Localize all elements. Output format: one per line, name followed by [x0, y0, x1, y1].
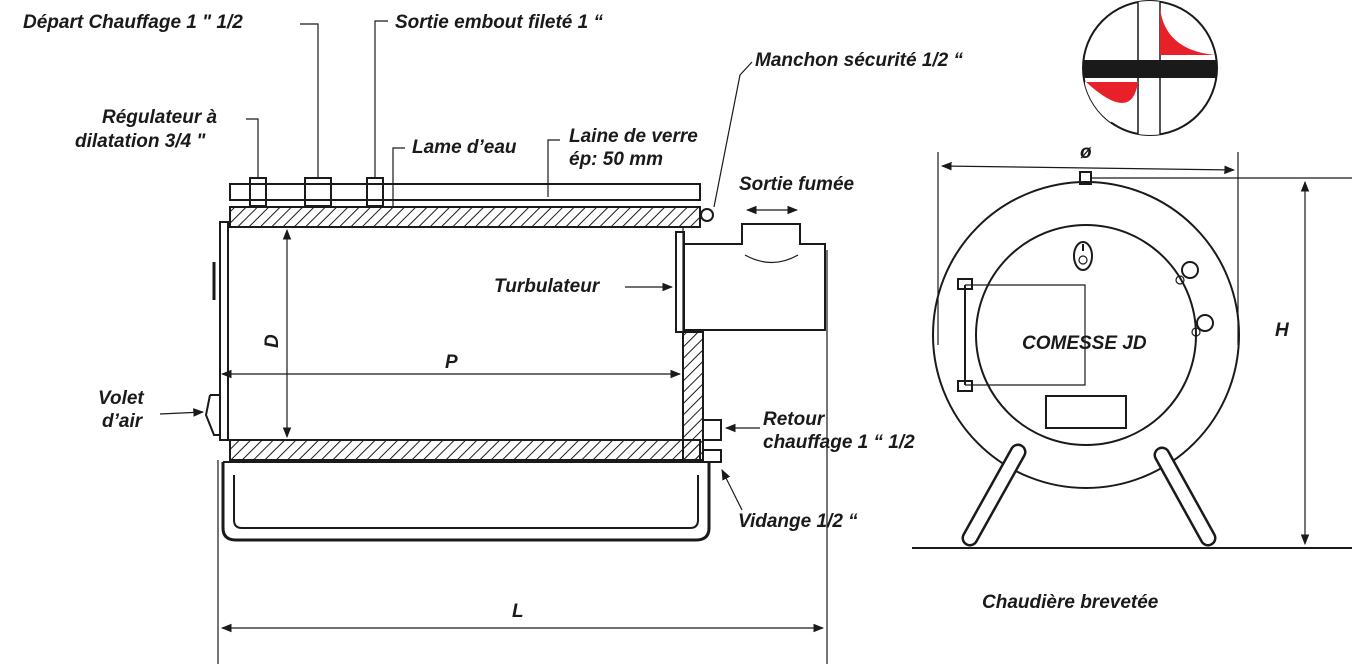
label-brand: COMESSE JD: [1022, 333, 1147, 354]
bolt-upper: [1181, 261, 1199, 279]
label-sortie-embout: Sortie embout fileté 1 “: [395, 12, 603, 33]
nozzle-depart: [304, 177, 332, 207]
bolt-lower-small: [1191, 327, 1201, 337]
nozzle-sortie: [366, 177, 384, 207]
peephole-dot: [1078, 255, 1088, 265]
door-frame: [965, 284, 1086, 386]
nozzle-regulator: [249, 177, 267, 207]
label-caption: Chaudière brevetée: [982, 592, 1159, 613]
front-dimensions: [937, 152, 1352, 546]
hinge-top: [957, 278, 973, 290]
label-laine-2: ép: 50 mm: [569, 149, 663, 170]
dim-label-l: L: [512, 601, 524, 622]
front-view: [912, 171, 1352, 549]
leg-right: [1153, 446, 1217, 547]
red-fin-top: [1160, 8, 1215, 55]
dim-label-h: H: [1275, 320, 1290, 341]
label-retour-1: Retour: [763, 409, 826, 430]
smoke-outlet-box: [684, 223, 826, 331]
turbulator-plate: [675, 231, 685, 333]
red-fin-bottom: [1086, 82, 1138, 103]
top-hatched-wall: [229, 206, 701, 228]
outer-shell: [932, 181, 1240, 489]
side-view: [204, 177, 826, 542]
label-depart-chauffage: Départ Chauffage 1 " 1/2: [23, 12, 243, 33]
leader-lines: [159, 20, 760, 511]
inner-shell: [975, 224, 1197, 446]
labels: Départ Chauffage 1 " 1/2 Sortie embout f…: [23, 12, 1290, 622]
label-laine-1: Laine de verre: [569, 126, 698, 147]
leg-left: [961, 443, 1027, 547]
nozzle-retour: [702, 419, 722, 441]
bottom-hatched-wall: [229, 439, 701, 461]
label-lame-eau: Lame d’eau: [412, 137, 517, 158]
outer-jacket-top: [229, 183, 701, 201]
label-vidange: Vidange 1/2 “: [738, 511, 858, 532]
hinge-bottom: [957, 380, 973, 392]
leader-manchon: [713, 61, 753, 208]
label-turbulateur: Turbulateur: [494, 276, 601, 297]
dim-label-p: P: [445, 352, 458, 373]
leader-laine: [547, 139, 560, 197]
right-hatched-wall: [682, 331, 704, 461]
black-bar: [1083, 60, 1217, 78]
leader-sortie: [374, 20, 388, 178]
label-regulateur-1: Régulateur à: [102, 107, 218, 128]
peephole: [1073, 241, 1093, 271]
air-flap: [204, 394, 220, 436]
nozzle-vidange: [702, 449, 722, 463]
chamber-outline: [228, 226, 684, 332]
label-regulateur-2: dilatation 3/4 ": [75, 131, 206, 152]
leader-vidange: [721, 469, 743, 511]
safety-sleeve: [700, 208, 714, 222]
support-frame-outer: [221, 462, 711, 542]
dim-label-diameter: ø: [1080, 142, 1092, 163]
leader-regulateur: [246, 118, 259, 178]
label-manchon-securite: Manchon sécurité 1/2 “: [755, 50, 964, 71]
dim-diam-line: [940, 161, 1236, 175]
label-sortie-fumee: Sortie fumée: [739, 174, 855, 195]
label-retour-2: chauffage 1 “ 1/2: [763, 432, 915, 453]
leader-depart: [300, 23, 319, 178]
ash-door: [1045, 395, 1127, 429]
leader-lame: [392, 147, 405, 206]
bolt-lower: [1196, 314, 1214, 332]
patent-detail: [1082, 0, 1218, 136]
front-wall: [219, 221, 229, 441]
label-volet-2: d’air: [102, 411, 144, 432]
support-frame-inner: [233, 475, 699, 529]
bolt-upper-small: [1175, 275, 1185, 285]
smoke-outlet-arc: [744, 254, 799, 264]
label-volet-1: Volet: [98, 388, 144, 409]
leader-volet: [159, 408, 205, 417]
dim-label-d: D: [262, 334, 283, 348]
side-dimensions: [217, 205, 828, 664]
